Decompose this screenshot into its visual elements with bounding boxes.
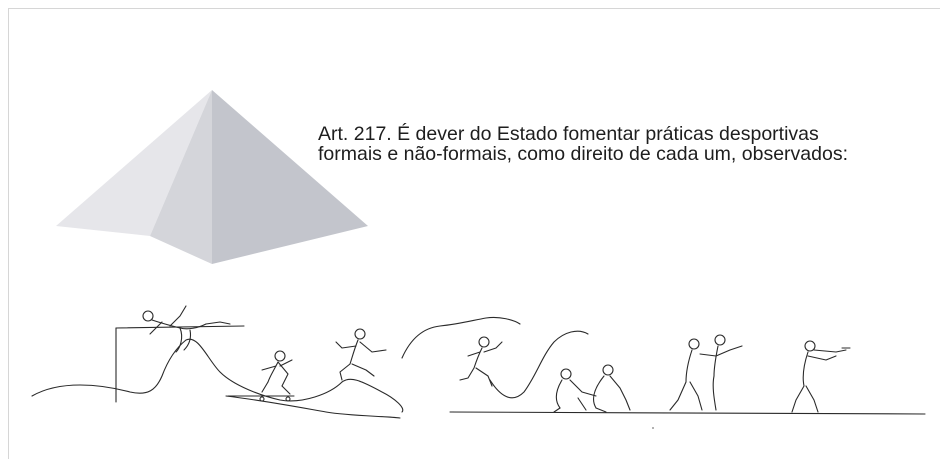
sports-line-illustration (31, 305, 926, 419)
skateboarder-figure (255, 350, 295, 402)
flow-wave-right (489, 330, 589, 399)
slide-border-top (8, 8, 940, 9)
ballet-pair-figure (669, 334, 743, 411)
ground-line-long (449, 411, 926, 415)
stray-dot (652, 427, 654, 429)
wrestlers-figure (553, 364, 631, 413)
constitution-article-text: Art. 217. É dever do Estado fomentar prá… (318, 124, 918, 164)
pyramid-middle-face (150, 90, 212, 264)
slide-border-left (8, 8, 9, 459)
high-jump-bar (115, 325, 245, 329)
shooter-figure (791, 340, 851, 413)
article-line-1: Art. 217. É dever do Estado fomentar prá… (318, 123, 819, 145)
runner-figure (459, 336, 503, 387)
kicker-figure (335, 328, 387, 381)
flow-wave-middle (401, 316, 521, 359)
pyramid-graphic (56, 90, 368, 264)
pyramid-left-face (56, 90, 212, 236)
article-line-2: formais e não-formais, como direito de c… (318, 143, 848, 165)
high-jumper-figure (142, 305, 231, 353)
pyramid-right-face (212, 90, 368, 264)
flow-line-left (31, 338, 404, 413)
ground-slope-left (225, 395, 401, 419)
